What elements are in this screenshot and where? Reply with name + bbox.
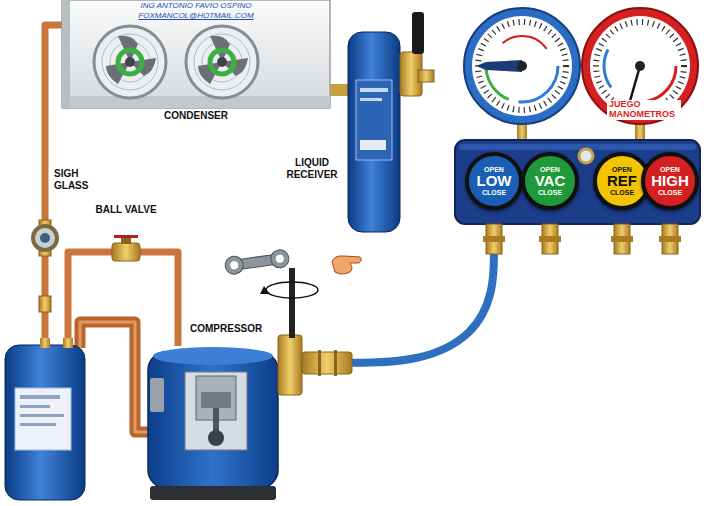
gauge-manifold: JUEGO MANOMETROSOPENLOWCLOSEOPENVACCLOSE… [455,140,700,224]
knob-label: OPEN [612,166,632,173]
part-name: BALL VALVE [86,204,166,216]
part-name: JUEGO MANOMETROS [607,100,681,120]
pipe-connector [45,25,62,224]
sight-glass: SIGH GLASS [32,224,58,252]
knob-label: REF [607,173,637,190]
ball-valve: BALL VALVE [110,234,142,262]
wrench-icon [224,249,290,276]
compressor: COMPRESSOR [148,345,278,500]
valve-knob: OPENHIGHCLOSE [641,152,699,210]
valve-knob: OPENLOWCLOSE [465,152,523,210]
condenser-unit: ING ANTONIO FAVIO OSPINOFOXMANCOL@HOTMAI… [62,0,330,108]
knob-label: OPEN [660,166,680,173]
sight-glass-drawing [33,220,57,256]
part-name: COMPRESSOR [190,323,262,335]
watermark: FOXMANCOL@HOTMAIL.COM [62,12,330,21]
knob-label: OPEN [484,166,504,173]
pipe-connector [330,84,348,96]
knob-label: HIGH [651,173,689,190]
knob-label: OPEN [540,166,560,173]
valve-knob: OPENVACCLOSE [521,152,579,210]
knob-label: CLOSE [658,189,682,196]
knob-label: CLOSE [610,189,634,196]
liquid-receiver: LIQUID RECEIVER [348,32,400,232]
receiver-drawing [348,12,434,232]
part-name: SIGH GLASS [54,168,100,192]
manifold-body [455,140,700,254]
ball-valve-drawing [112,235,140,261]
part-name: CONDENSER [62,110,330,122]
hand-icon [332,256,361,274]
part-name: LIQUID RECEIVER [282,157,342,181]
pipe-connector [278,210,494,363]
knob-label: CLOSE [482,189,506,196]
knob-label: LOW [477,173,512,190]
knob-label: CLOSE [538,189,562,196]
knob-label: VAC [535,173,566,190]
drier-drawing [5,338,85,500]
high-pressure-gauge [582,8,698,142]
low-pressure-gauge [464,8,580,142]
watermark: ING ANTONIO FAVIO OSPINO [62,2,330,11]
condenser-drawing [62,0,330,108]
compressor-drawing [148,268,352,500]
